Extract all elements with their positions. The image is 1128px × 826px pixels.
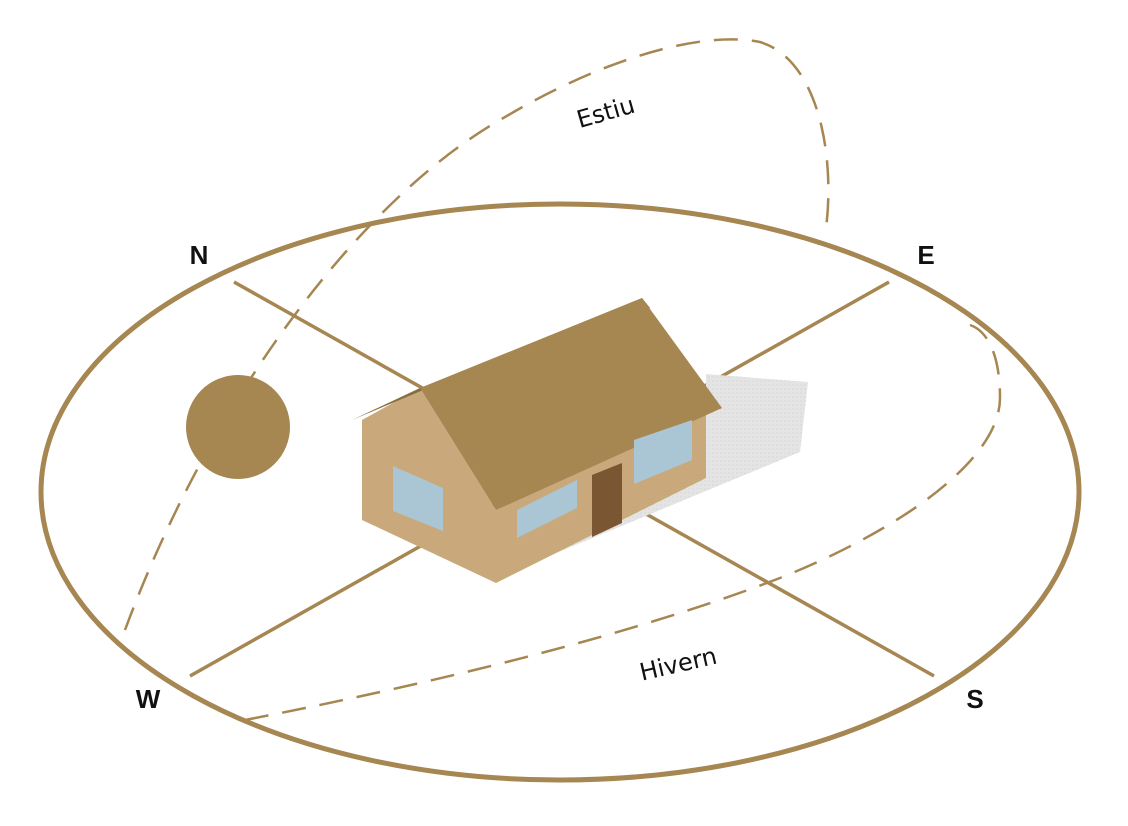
label-summer: Estiu [574,91,638,134]
horizon-ellipse [38,201,1082,783]
house-door [592,463,622,537]
label-winter: Hivern [637,642,720,687]
label-south: S [966,684,983,714]
house-icon [352,298,722,583]
label-east: E [917,240,934,270]
house-roof [420,298,722,510]
sun-icon [186,375,290,479]
label-west: W [136,684,161,714]
winter-path [244,323,1002,722]
house-front-window-left [517,480,577,538]
house-side-window [393,466,443,531]
house-front-window-right [634,420,692,484]
label-north: N [190,240,209,270]
